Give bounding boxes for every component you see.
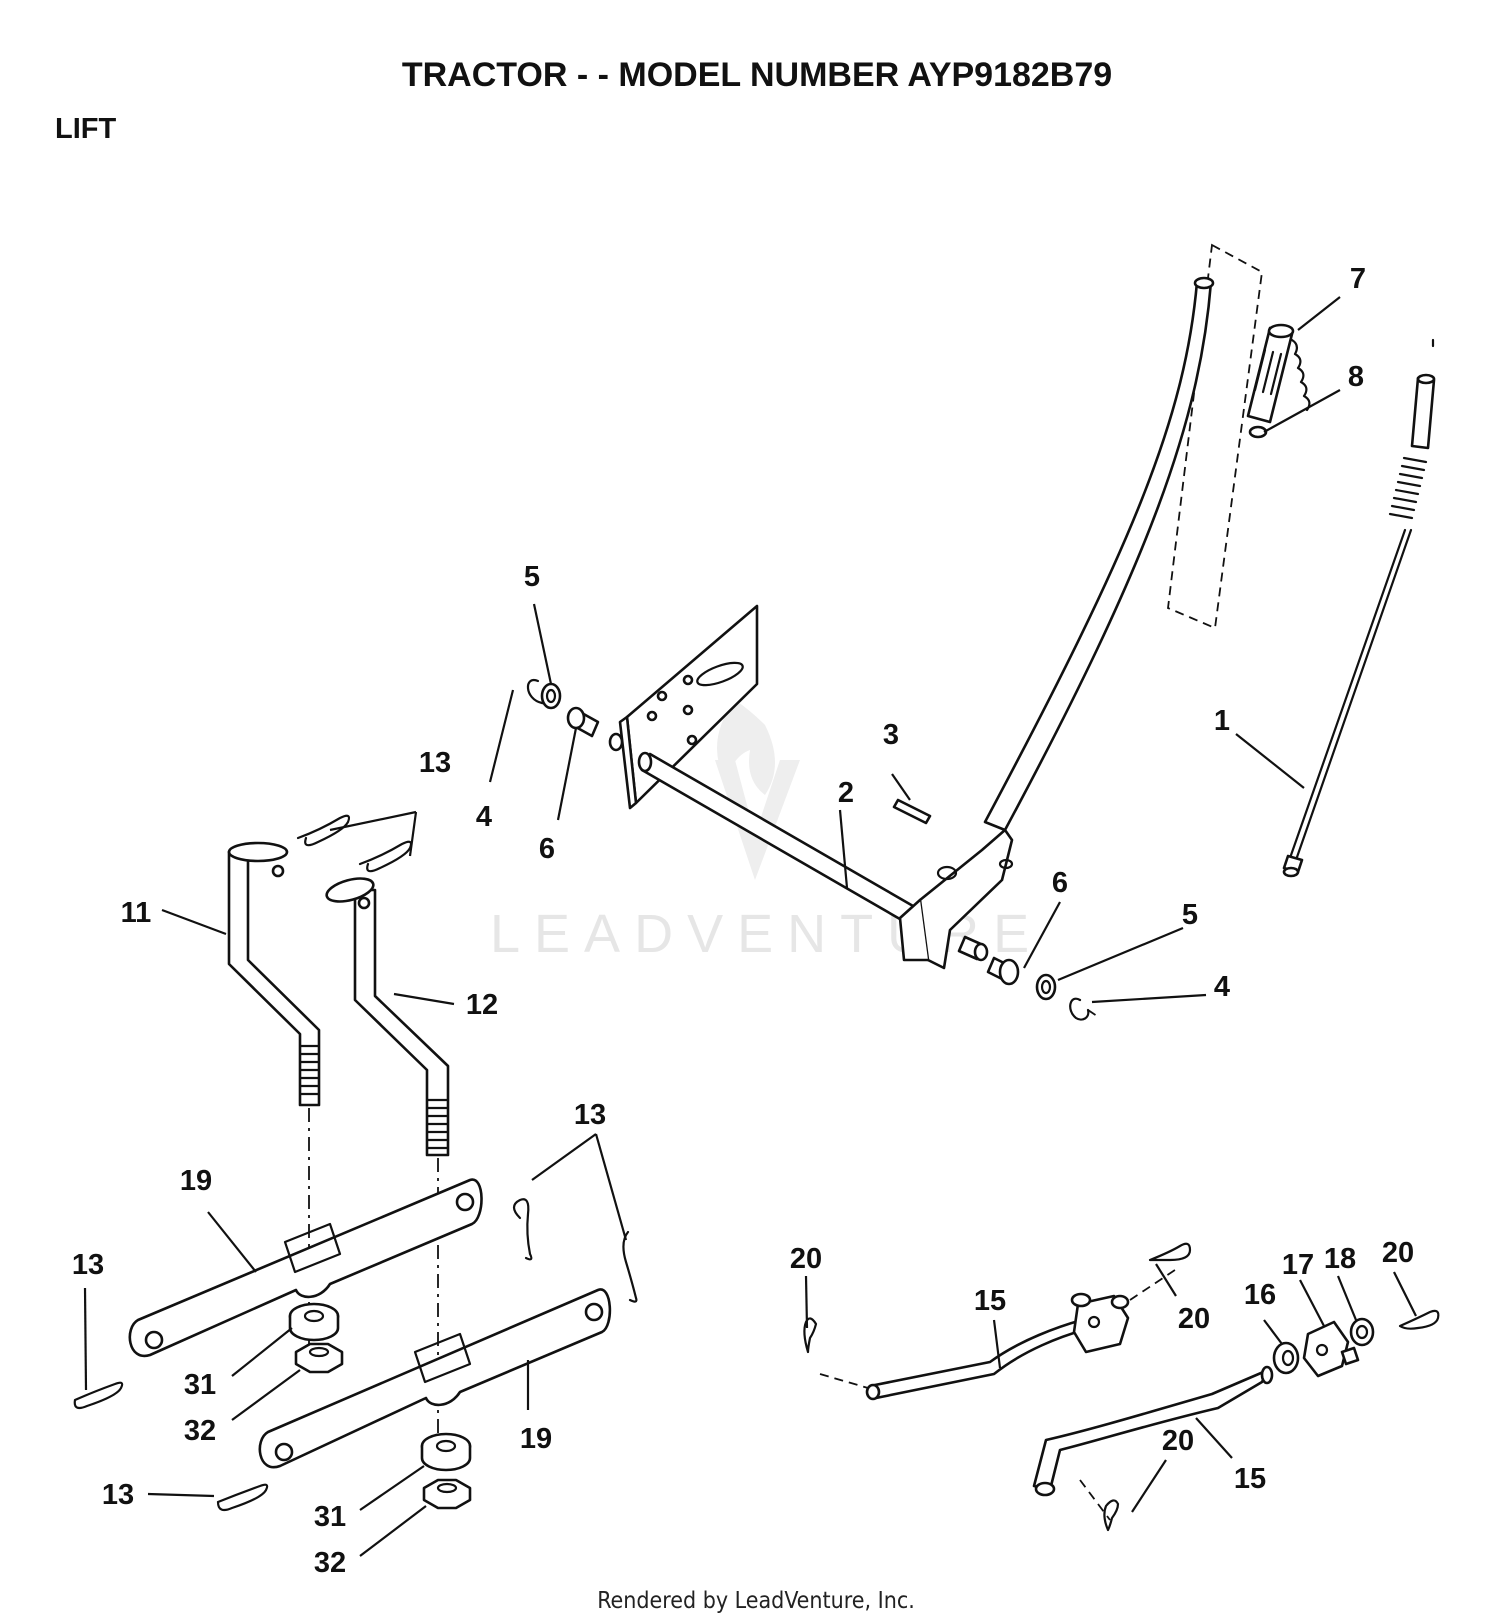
part-1-lift-rod bbox=[1282, 338, 1436, 878]
callout-20: 20 bbox=[1382, 1237, 1414, 1269]
callout-20: 20 bbox=[790, 1243, 822, 1275]
callout-4: 4 bbox=[1214, 971, 1230, 1003]
section-label: LIFT bbox=[55, 113, 116, 145]
part-6-bushing-right bbox=[986, 956, 1020, 986]
callout-11: 11 bbox=[121, 897, 152, 929]
callout-5: 5 bbox=[524, 561, 540, 593]
callout-31: 31 bbox=[314, 1501, 346, 1533]
callout-6: 6 bbox=[539, 833, 555, 865]
leader-lines bbox=[83, 296, 1417, 1557]
part-18-bushing bbox=[1349, 1317, 1375, 1347]
footer-credit: Rendered by LeadVenture, Inc. bbox=[597, 1588, 915, 1614]
callout-15: 15 bbox=[974, 1285, 1006, 1317]
callout-31: 31 bbox=[184, 1369, 216, 1401]
callout-17: 17 bbox=[1282, 1249, 1314, 1281]
callout-5: 5 bbox=[1182, 899, 1198, 931]
callout-13: 13 bbox=[102, 1479, 134, 1511]
callout-19: 19 bbox=[180, 1165, 212, 1197]
callout-16: 16 bbox=[1244, 1279, 1276, 1311]
part-4-clip-right bbox=[1069, 997, 1101, 1021]
callout-32: 32 bbox=[314, 1547, 346, 1579]
callout-12: 12 bbox=[466, 989, 498, 1021]
part-19-lift-arm-lower bbox=[258, 1288, 612, 1469]
part-32-nut-left bbox=[294, 1342, 344, 1374]
callout-15: 15 bbox=[1234, 1463, 1266, 1495]
callout-20: 20 bbox=[1162, 1425, 1194, 1457]
callout-20: 20 bbox=[1178, 1303, 1210, 1335]
part-31-grommet-right bbox=[420, 1432, 472, 1472]
part-11-lift-link bbox=[227, 841, 321, 1107]
callout-1: 1 bbox=[1214, 705, 1230, 737]
part-13-hairpins-lower bbox=[73, 1198, 638, 1512]
part-5-washer-left bbox=[540, 682, 562, 710]
part-20-hairpins bbox=[803, 1242, 1440, 1532]
callout-13: 13 bbox=[72, 1249, 104, 1281]
part-15-rod-lower bbox=[1032, 1365, 1274, 1521]
callout-2: 2 bbox=[838, 777, 854, 809]
callout-13: 13 bbox=[574, 1099, 606, 1131]
callout-18: 18 bbox=[1324, 1243, 1356, 1275]
part-5-washer-right bbox=[1035, 973, 1057, 1001]
part-19-lift-arm-upper bbox=[128, 1178, 483, 1358]
part-15-rod-upper bbox=[819, 1267, 1179, 1401]
callout-32: 32 bbox=[184, 1415, 216, 1447]
part-3-pin bbox=[892, 798, 932, 825]
part-12-lift-link bbox=[325, 877, 450, 1157]
diagram-title: TRACTOR - - MODEL NUMBER AYP9182B79 bbox=[402, 56, 1112, 94]
callout-8: 8 bbox=[1348, 361, 1364, 393]
callout-4: 4 bbox=[476, 801, 492, 833]
callout-3: 3 bbox=[883, 719, 899, 751]
part-31-grommet-left bbox=[288, 1302, 340, 1342]
callout-13: 13 bbox=[419, 747, 451, 779]
part-8-cap bbox=[1248, 425, 1268, 439]
callout-19: 19 bbox=[520, 1423, 552, 1455]
part-16-nut bbox=[1272, 1341, 1300, 1375]
part-7-handle-grip bbox=[1167, 243, 1311, 630]
part-32-nut-right bbox=[422, 1478, 472, 1510]
callout-6: 6 bbox=[1052, 867, 1068, 899]
part-2-lift-shaft bbox=[618, 276, 1215, 970]
part-17-trunnion bbox=[1302, 1320, 1360, 1378]
callout-7: 7 bbox=[1350, 263, 1366, 295]
